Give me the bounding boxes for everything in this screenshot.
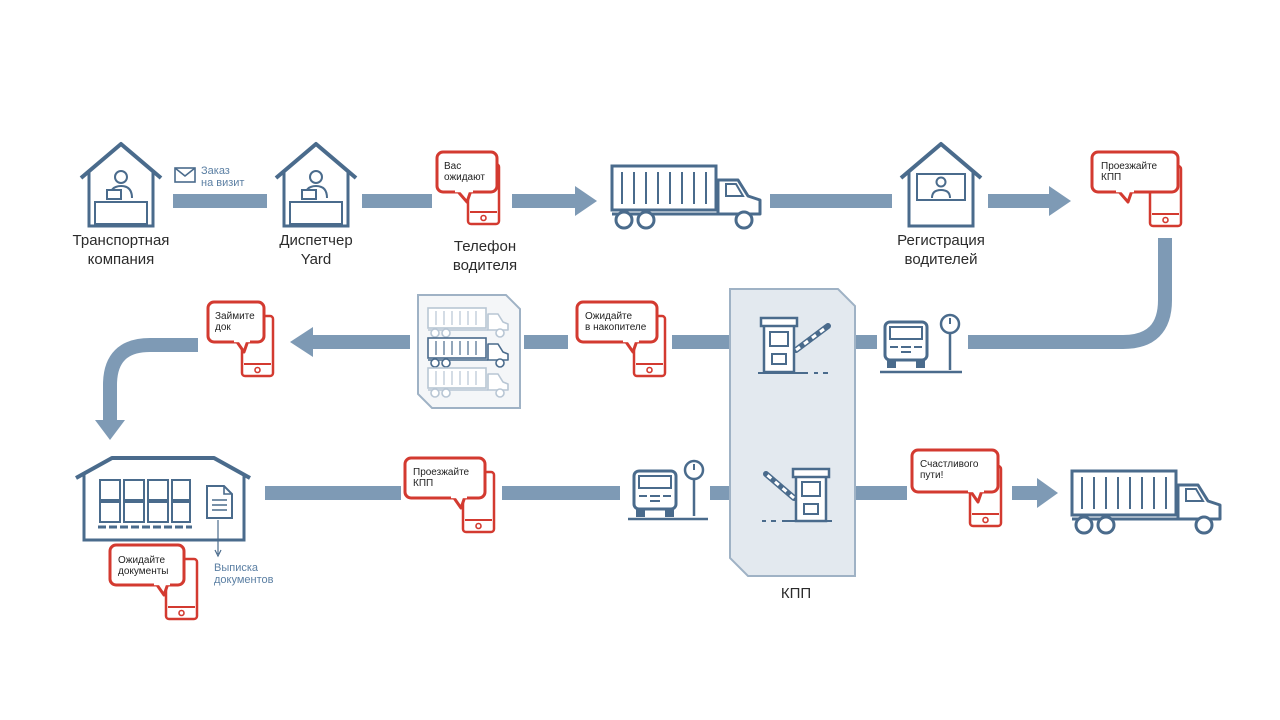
barrier-icon xyxy=(758,316,831,374)
label-line: водителей xyxy=(904,251,978,268)
annotation-documents: Выписка документов xyxy=(214,562,273,586)
message-line: Займите xyxy=(215,311,255,322)
message-line: ожидают xyxy=(444,172,485,183)
flow-bend-right xyxy=(968,238,1172,349)
house-office-icon xyxy=(79,142,163,228)
flow-bend-left xyxy=(103,338,198,422)
node-label-driver-registration: Регистрация водителей xyxy=(876,231,1006,269)
message-line: документы xyxy=(118,566,169,577)
message-take-dock: Займите док xyxy=(215,311,255,333)
message-line: Вас xyxy=(444,161,462,172)
label-line: Yard xyxy=(300,251,332,268)
document-icon xyxy=(206,485,233,558)
message-line: Проезжайте xyxy=(413,467,470,478)
label-line: Транспортная xyxy=(72,232,170,249)
message-line: Счастливого xyxy=(920,459,979,470)
message-line: пути! xyxy=(920,470,944,481)
message-pass-checkpoint-1: Проезжайте КПП xyxy=(1101,161,1157,183)
message-line: КПП xyxy=(1101,172,1122,183)
truck-front-icon xyxy=(883,320,929,370)
message-wait-documents: Ожидайте документы xyxy=(118,555,169,577)
flow-row-3 xyxy=(265,478,1058,508)
label-line: Телефон xyxy=(453,238,517,255)
label-line: документов xyxy=(214,574,274,586)
node-label-transport-company: Транспортная компания xyxy=(56,231,186,269)
label-line: Диспетчер xyxy=(279,232,353,249)
label-line: водителя xyxy=(452,257,518,274)
message-happy-journey: Счастливого пути! xyxy=(920,459,978,481)
phone-message-icon xyxy=(403,456,496,534)
phone-message-icon xyxy=(575,300,667,378)
scale-icon xyxy=(939,313,961,372)
message-wait-in-buffer: Ожидайте в накопителе xyxy=(585,311,646,333)
phone-message-icon xyxy=(910,448,1003,528)
message-line: Проезжайте xyxy=(1101,161,1158,172)
flow-row-1 xyxy=(173,186,1071,216)
barrier-icon-exit xyxy=(762,467,832,523)
message-pass-checkpoint-2: Проезжайте КПП xyxy=(413,467,469,489)
flow-arrow-down xyxy=(95,420,125,440)
message-line: док xyxy=(215,322,231,333)
envelope-icon xyxy=(174,167,196,183)
message-line: в накопителе xyxy=(585,322,647,333)
label-line: Заказ xyxy=(201,165,230,177)
phone-message-icon xyxy=(108,543,199,621)
house-terminal-icon xyxy=(899,142,983,228)
scale-icon xyxy=(683,459,705,518)
phone-message-icon xyxy=(1090,150,1183,228)
message-line: Ожидайте xyxy=(585,311,633,322)
warehouse-icon xyxy=(75,456,251,542)
node-label-checkpoint: КПП xyxy=(756,584,836,603)
label-line: компания xyxy=(87,251,155,268)
message-line: Ожидайте xyxy=(118,555,166,566)
label-line: Выписка xyxy=(214,562,259,574)
label-line: на визит xyxy=(201,177,245,189)
truck-front-icon xyxy=(632,469,678,519)
phone-message-icon xyxy=(435,150,501,226)
phone-message-icon xyxy=(206,300,275,378)
house-office-icon xyxy=(274,142,358,228)
container-truck-icon xyxy=(610,164,762,230)
label-line: Регистрация xyxy=(897,232,985,249)
message-you-are-expected: Вас ожидают xyxy=(444,161,485,183)
flow-row-2 xyxy=(290,327,877,357)
node-label-driver-phone: Телефон водителя xyxy=(430,237,540,275)
container-truck-icon xyxy=(1070,469,1222,535)
message-line: КПП xyxy=(413,478,434,489)
label-line: КПП xyxy=(780,585,812,602)
node-label-dispatcher: Диспетчер Yard xyxy=(256,231,376,269)
annotation-visit-order: Заказ на визит xyxy=(201,165,244,189)
